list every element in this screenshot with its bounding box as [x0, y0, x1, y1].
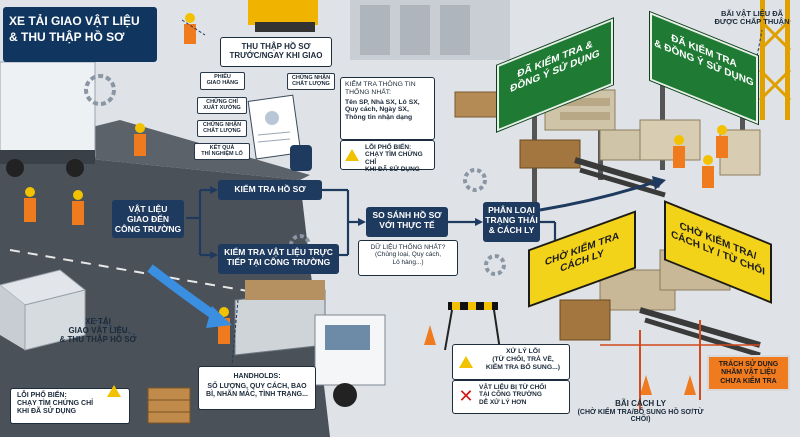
check-info-callout: KIỂM TRA THÔNG TIN THỐNG NHẤT: Tên SP, N…	[340, 77, 435, 140]
rejected-line: TẠI CÔNG TRƯỜNG	[479, 391, 542, 399]
delivery-truck-top	[0, 61, 96, 158]
question-line: DỮ LIỆU THỐNG NHẤT?	[370, 244, 446, 251]
flow-line: SO SÁNH HỒ SƠ	[372, 210, 442, 220]
handholds-line: BÌ, NHÃN MÁC, TÌNH TRẠNG...	[206, 391, 308, 399]
materials-arrive-box: VẬT LIỆU GIAO ĐẾN CÔNG TRƯỜNG	[112, 200, 184, 238]
error-handling-line: (TỪ CHỐI, TRẢ VỀ,	[492, 355, 554, 363]
bottom-truck-label: XE TẢI GIAO VẬT LIỆU & THU THẬP HỒ SƠ	[58, 317, 138, 344]
tag-line: THÍ NGHIỆM LÔ	[201, 151, 243, 158]
common-error-top-label: LỖI PHỔ BIẾN:	[365, 144, 412, 151]
question-line: Lô hàng...)	[392, 258, 424, 266]
classify-box: PHÂN LOẠI TRẠNG THÁI & CÁCH LY	[483, 202, 540, 242]
flow-line: KIỂM TRA VẬT LIỆU TRỰC	[224, 247, 333, 257]
tag-line: CHỨNG NHẬN	[291, 75, 331, 81]
collect-docs-callout: THU THẬP HỒ SƠ TRƯỚC/NGAY KHI GIAO	[220, 37, 332, 67]
check-info-heading-1: KIỂM TRA THÔNG TIN	[345, 81, 416, 88]
reject-x-icon: ✕	[457, 386, 475, 407]
tag-line: CHỨNG NHẬN	[202, 122, 242, 128]
check-onsite-box: KIỂM TRA VẬT LIỆU TRỰC TIẾP TẠI CÔNG TRƯ…	[218, 244, 339, 274]
rejected-callout: ✕ VẬT LIỆU BỊ TỪ CHỐI TẠI CÔNG TRƯỜNG DỄ…	[452, 380, 570, 414]
tag-line: GIAO HÀNG	[206, 80, 239, 87]
documents	[247, 94, 312, 171]
violation-sign: TRÁCH SỬ DỤNG NHẦM VẬT LIỆU CHƯA KIỂM TR…	[707, 355, 790, 391]
collect-docs-line-2: TRƯỚC/NGAY KHI GIAO	[229, 51, 323, 61]
approved-yard-label: BÃI VẬT LIỆU ĐÃ ĐƯỢC CHẤP THUẬN	[706, 9, 798, 27]
violation-line: CHƯA KIỂM TRA	[720, 377, 777, 385]
check-info-body-1: Tên SP, Nhà SX, Lô SX,	[345, 98, 420, 106]
question-line: (Chủng loại, Quy cách,	[374, 251, 442, 259]
excavator	[248, 0, 318, 25]
common-error-bottom-line: CHẠY TÌM CHỨNG CHỈ	[17, 400, 94, 408]
traffic-cone	[424, 325, 436, 345]
tag-line: CHỨNG CHỈ	[206, 99, 238, 105]
blue-arrow	[147, 264, 232, 328]
check-info-body-2: Quy cách, Ngày SX,	[345, 106, 409, 114]
yard-line: ĐƯỢC CHẤP THUẬN	[714, 17, 790, 27]
rejected-line: DỄ XỬ LÝ HƠN	[479, 398, 527, 406]
tag-line: CHẤT LƯỢNG	[203, 128, 241, 135]
tag-line: CHẤT LƯỢNG	[292, 81, 330, 88]
flow-line: VẬT LIỆU	[128, 204, 168, 214]
flow-line: GIAO ĐẾN	[126, 213, 170, 224]
flow-line: & CÁCH LY	[488, 224, 535, 235]
quality-cert-tag: CHỨNG NHẬN CHẤT LƯỢNG	[197, 120, 247, 137]
truck-label-line: XE TẢI	[85, 317, 111, 326]
handholds-heading: HANDHOLDS:	[233, 373, 281, 380]
traffic-cone	[640, 375, 652, 395]
rejected-line: VẬT LIỆU BỊ TỪ CHỐI	[479, 384, 547, 391]
tag-line: PHIẾU	[214, 74, 231, 80]
quarantine-line: (CHỜ KIỂM TRA/BỔ SUNG HỒ SƠ/TỪ CHỐI)	[577, 408, 704, 424]
wrapped-pallet	[0, 269, 87, 351]
common-error-bottom-callout: LỖI PHỔ BIẾN: CHẠY TÌM CHỨNG CHỈ KHI ĐÃ …	[10, 385, 130, 424]
collect-docs-line-1: THU THẬP HỒ SƠ	[241, 42, 311, 51]
check-info-body-3: Thông tin nhận dạng	[345, 114, 413, 122]
yard-line: BÃI VẬT LIỆU ĐÃ	[720, 9, 784, 18]
common-error-top-text-2: KHI ĐÃ SỬ DỤNG	[365, 166, 420, 174]
violation-line: TRÁCH SỬ DỤNG	[718, 361, 779, 368]
factory-cert-tag: CHỨNG CHỈ XUẤT XƯỞNG	[197, 97, 247, 114]
title-line-1: XE TẢI GIAO VẬT LIỆU	[9, 14, 140, 28]
tag-line: XUẤT XƯỞNG	[203, 105, 241, 112]
worker	[24, 13, 728, 344]
error-handling-line: KIỂM TRA BỔ SUNG...)	[485, 363, 561, 371]
check-info-heading-2: THỐNG NHẤT:	[345, 88, 392, 96]
flow-line: KIỂM TRA HỒ SƠ	[234, 184, 306, 194]
pending-material-stacks	[559, 249, 761, 358]
violation-line: NHẦM VẬT LIỆU	[721, 369, 776, 377]
check-docs-box: KIỂM TRA HỒ SƠ	[218, 180, 322, 200]
title-line-2: & THU THẬP HỒ SƠ	[9, 29, 125, 44]
barrier	[444, 302, 501, 351]
quarantine-line: BÃI CÁCH LY	[615, 399, 666, 408]
compare-question-callout: DỮ LIỆU THỐNG NHẤT? (Chủng loại, Quy các…	[358, 240, 458, 276]
common-error-top-callout: LỖI PHỔ BIẾN: CHẠY TÌM CHỨNG CHỈ KHI ĐÃ …	[340, 140, 435, 174]
delivery-slip-tag: PHIẾU GIAO HÀNG	[200, 72, 245, 90]
warning-icon	[107, 385, 121, 397]
quarantine-yard-label: BÃI CÁCH LY (CHỜ KIỂM TRA/BỔ SUNG HỒ SƠ/…	[568, 399, 713, 424]
truck-label-line: & THU THẬP HỒ SƠ	[59, 334, 137, 344]
flow-line: VỚI THỰC TẾ	[379, 219, 435, 230]
wood-pallet	[147, 387, 191, 424]
common-error-bottom-label: LỖI PHỔ BIẾN:	[17, 392, 67, 399]
truck-label-line: GIAO VẬT LIỆU	[68, 325, 128, 335]
error-handling-title: XỬ LÝ LỖI	[506, 348, 540, 355]
handholds-line: SỐ LƯỢNG, QUY CÁCH, BAO	[207, 383, 307, 391]
warning-icon	[459, 356, 473, 368]
common-error-bottom-line: KHI ĐÃ SỬ DỤNG	[17, 408, 77, 416]
error-handling-callout: XỬ LÝ LỖI (TỪ CHỐI, TRẢ VỀ, KIỂM TRA BỔ …	[452, 344, 570, 380]
quality-cert-tag-2: CHỨNG NHẬN CHẤT LƯỢNG	[287, 73, 335, 90]
flow-line: PHÂN LOẠI	[488, 205, 535, 215]
flow-line: CÔNG TRƯỜNG	[114, 223, 182, 234]
compare-box: SO SÁNH HỒ SƠ VỚI THỰC TẾ	[366, 207, 448, 237]
flow-line: TIẾP TẠI CÔNG TRƯỜNG	[226, 256, 331, 267]
handholds-callout: HANDHOLDS: SỐ LƯỢNG, QUY CÁCH, BAO BÌ, N…	[198, 366, 316, 410]
warning-icon	[345, 149, 359, 161]
test-result-tag: KẾT QUẢ THÍ NGHIỆM LÔ	[194, 143, 250, 160]
title-box: XE TẢI GIAO VẬT LIỆU & THU THẬP HỒ SƠ	[3, 7, 157, 62]
traffic-cone	[684, 375, 696, 395]
common-error-top-text-1: CHẠY TÌM CHỨNG CHỈ	[365, 151, 423, 166]
tag-line: KẾT QUẢ	[209, 145, 235, 151]
flow-line: TRẠNG THÁI	[485, 214, 538, 225]
